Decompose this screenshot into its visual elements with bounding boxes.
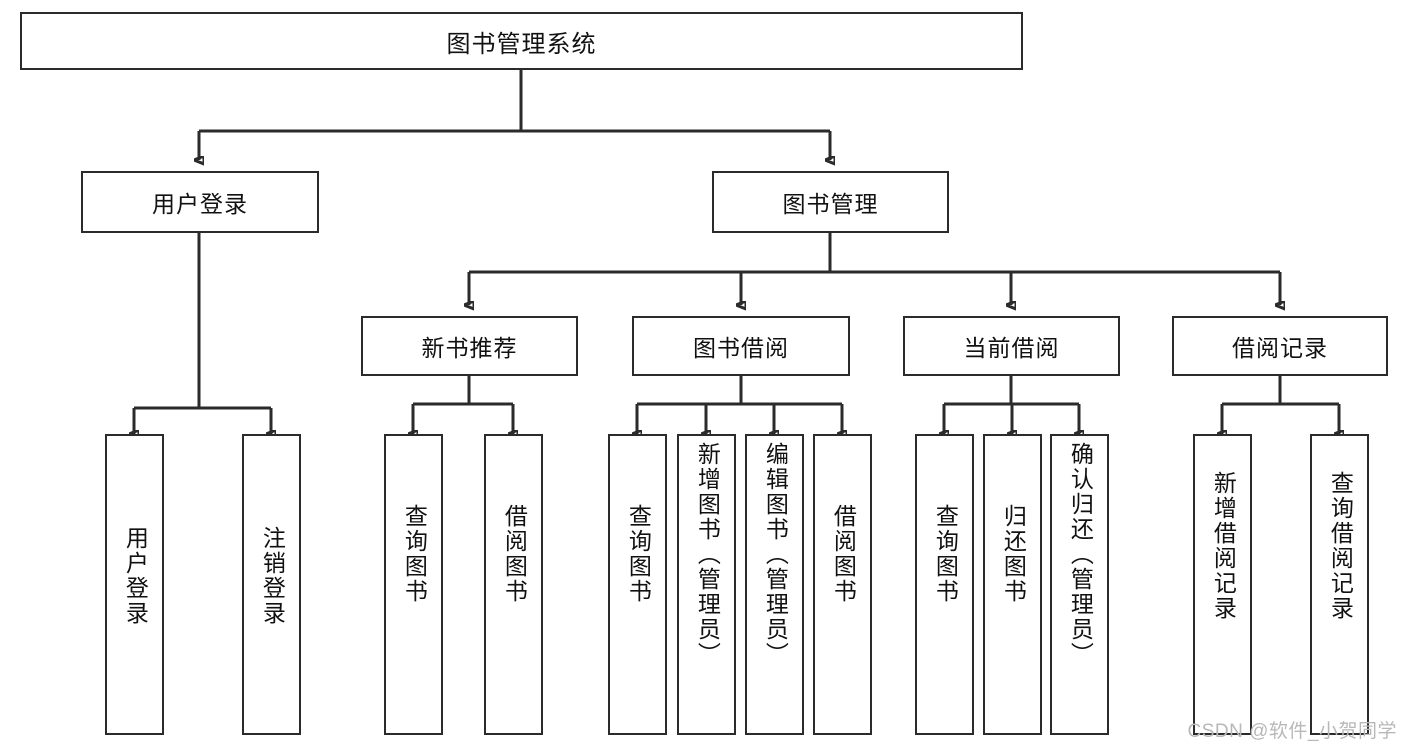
- leaf-recommend-borrow-book[interactable]: 借阅图书: [484, 434, 543, 735]
- node-user-login[interactable]: 用户登录: [81, 171, 319, 233]
- node-label: 借阅记录: [1232, 335, 1328, 361]
- node-label: 查询图书: [932, 504, 959, 604]
- node-label: 新书推荐: [421, 335, 518, 361]
- leaf-records-add-record[interactable]: 新增借阅记录: [1193, 434, 1252, 735]
- leaf-current-confirm-return-admin[interactable]: 确认归还（管理员）: [1050, 434, 1109, 735]
- node-borrow-records[interactable]: 借阅记录: [1172, 316, 1388, 376]
- node-new-book-recommend[interactable]: 新书推荐: [361, 316, 578, 376]
- leaf-borrow-edit-book-admin[interactable]: 编辑图书（管理员）: [745, 434, 804, 735]
- leaf-recommend-query-book[interactable]: 查询图书: [384, 434, 443, 735]
- node-label: 用户登录: [122, 526, 149, 626]
- node-label: 注销登录: [259, 526, 286, 626]
- node-book-management[interactable]: 图书管理: [712, 171, 949, 233]
- node-label: 新增借阅记录: [1210, 471, 1237, 621]
- leaf-borrow-add-book-admin[interactable]: 新增图书（管理员）: [677, 434, 736, 735]
- node-label: 用户登录: [152, 191, 248, 217]
- node-label: 查询借阅记录: [1327, 471, 1354, 621]
- leaf-user-logout[interactable]: 注销登录: [242, 434, 301, 735]
- node-root-system[interactable]: 图书管理系统: [20, 12, 1023, 70]
- node-label: 图书管理: [782, 191, 879, 217]
- node-label: 编辑图书（管理员）: [762, 442, 789, 667]
- node-label: 借阅图书: [501, 504, 528, 604]
- node-label: 查询图书: [401, 504, 428, 604]
- node-label: 归还图书: [1000, 504, 1027, 604]
- node-label: 图书借阅: [693, 335, 789, 361]
- node-current-borrow[interactable]: 当前借阅: [903, 316, 1120, 376]
- leaf-borrow-query-book[interactable]: 查询图书: [608, 434, 667, 735]
- leaf-user-login[interactable]: 用户登录: [105, 434, 164, 735]
- csdn-watermark: CSDN @软件_小贺同学: [1187, 721, 1397, 742]
- node-label: 确认归还（管理员）: [1067, 442, 1094, 667]
- leaf-records-query-record[interactable]: 查询借阅记录: [1310, 434, 1369, 735]
- leaf-current-return-book[interactable]: 归还图书: [983, 434, 1042, 735]
- node-label: 借阅图书: [830, 504, 857, 604]
- node-label: 查询图书: [625, 504, 652, 604]
- node-label: 图书管理系统: [446, 30, 597, 58]
- leaf-current-query-book[interactable]: 查询图书: [915, 434, 974, 735]
- node-book-borrow[interactable]: 图书借阅: [632, 316, 850, 376]
- node-label: 新增图书（管理员）: [694, 442, 721, 667]
- node-label: 当前借阅: [963, 335, 1060, 361]
- leaf-borrow-borrow-book[interactable]: 借阅图书: [813, 434, 872, 735]
